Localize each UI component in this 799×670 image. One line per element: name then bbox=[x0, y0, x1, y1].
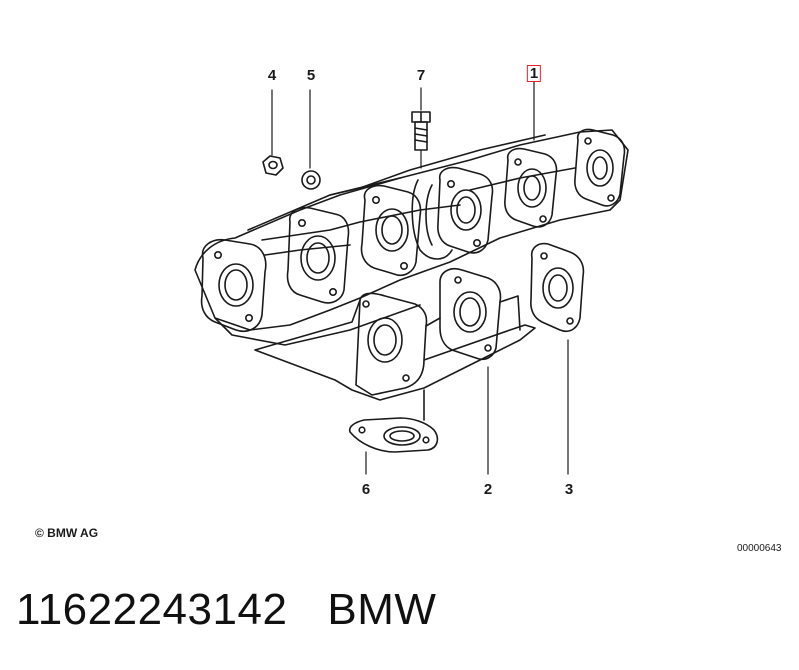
flange-port-2 bbox=[286, 206, 350, 304]
callout-5: 5 bbox=[306, 67, 316, 84]
callout-1: 1 bbox=[526, 65, 542, 82]
exhaust-manifold bbox=[194, 128, 629, 346]
callout-3: 3 bbox=[564, 481, 574, 498]
callout-7: 7 bbox=[416, 67, 426, 84]
flange-port-3 bbox=[360, 184, 422, 277]
part-number: 11622243142 bbox=[16, 585, 288, 634]
nut bbox=[262, 155, 284, 176]
exhaust-manifold-diagram bbox=[194, 81, 629, 475]
flange-port-4 bbox=[437, 166, 494, 254]
flange-port-6 bbox=[574, 128, 626, 207]
leader-lines bbox=[271, 81, 569, 475]
port-gasket bbox=[530, 242, 585, 333]
brand-name: BMW bbox=[327, 585, 437, 634]
part-caption: 11622243142 BMW bbox=[16, 588, 436, 632]
washer bbox=[301, 170, 321, 190]
copyright-notice: © BMW AG bbox=[35, 526, 99, 540]
heat-shield bbox=[254, 267, 536, 421]
callout-2: 2 bbox=[483, 481, 493, 498]
callout-4: 4 bbox=[267, 67, 277, 84]
callout-6: 6 bbox=[361, 481, 371, 498]
flange-gasket bbox=[348, 417, 439, 453]
bolt bbox=[411, 111, 431, 151]
diagram-id: 00000643 bbox=[737, 543, 782, 554]
flange-port-5 bbox=[504, 147, 558, 228]
flange-port-1 bbox=[200, 238, 267, 332]
